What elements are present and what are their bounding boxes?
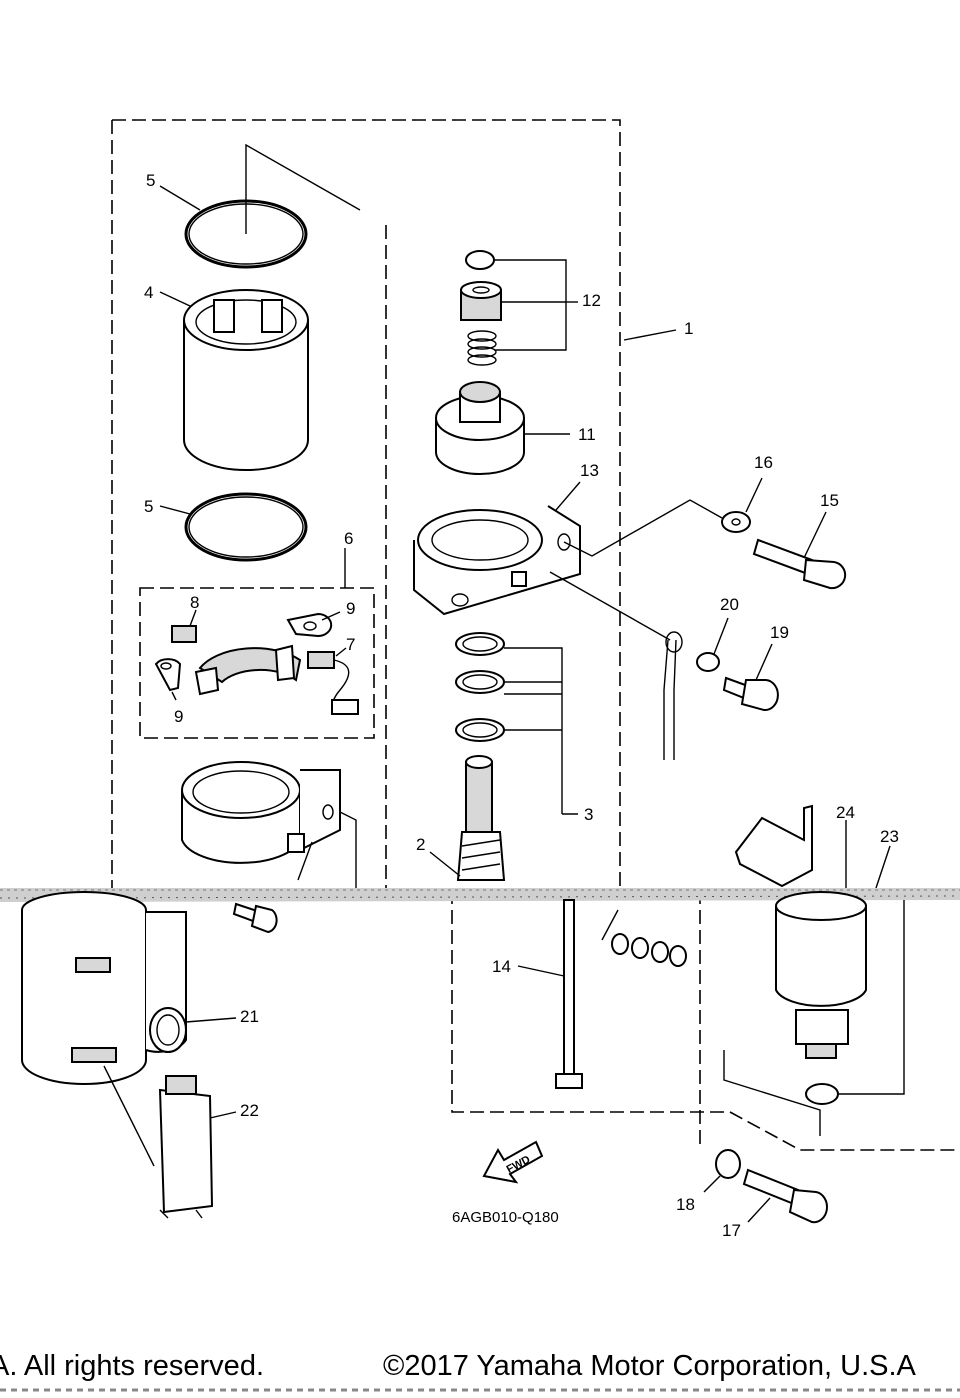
callout-16: 16 <box>754 453 773 472</box>
spring-9-left <box>154 658 182 692</box>
callout-2: 2 <box>416 835 425 854</box>
callout-3: 3 <box>584 805 593 824</box>
bolt-lower-left <box>232 902 278 934</box>
spring-9-right <box>286 612 333 638</box>
cover-22 <box>158 1075 214 1219</box>
callout-18: 18 <box>676 1195 695 1214</box>
callout-20: 20 <box>720 595 739 614</box>
lead-wire <box>663 639 677 760</box>
bracket-13 <box>413 505 581 616</box>
grommet-21 <box>149 1007 187 1053</box>
callout-8: 8 <box>190 593 199 612</box>
pinion-11 <box>435 381 525 475</box>
fwd-arrow: FWD <box>482 1140 544 1184</box>
nuts-washers <box>611 933 687 967</box>
washer-20 <box>696 652 720 672</box>
collar-12 <box>460 281 502 321</box>
callout-11: 11 <box>578 425 596 444</box>
shim-3-b <box>455 670 505 694</box>
callout-6: 6 <box>344 529 353 548</box>
brush-holder-frame-6 <box>139 587 375 739</box>
callout-24: 24 <box>836 803 855 822</box>
callout-9-right: 9 <box>346 599 355 618</box>
callout-23: 23 <box>880 827 899 846</box>
shim-3-c <box>455 718 505 742</box>
callout-9-left: 9 <box>174 707 183 726</box>
brush-8 <box>171 625 197 643</box>
callout-7: 7 <box>346 635 355 654</box>
callout-19: 19 <box>770 623 789 642</box>
bolt-19 <box>722 676 779 712</box>
callout-12: 12 <box>582 291 601 310</box>
spring-12 <box>467 330 497 366</box>
washer-16 <box>721 511 751 533</box>
solenoid-bracket-24 <box>734 804 813 888</box>
circlip-12 <box>465 250 495 270</box>
assembly-frame-1 <box>111 119 621 890</box>
callout-5-upper: 5 <box>146 171 155 190</box>
callout-1: 1 <box>684 319 693 338</box>
through-bolt-14 <box>555 899 583 1089</box>
callout-4: 4 <box>144 283 153 302</box>
callout-13: 13 <box>580 461 599 480</box>
callout-14: 14 <box>492 957 511 976</box>
yoke-4 <box>183 289 309 471</box>
footer-rights-text: A. All rights reserved. <box>0 1350 264 1382</box>
solenoid-23 <box>775 891 867 1059</box>
brush-7 <box>307 651 359 715</box>
washer-18 <box>715 1149 741 1179</box>
bolt-17 <box>742 1168 828 1224</box>
armature-2 <box>456 755 506 881</box>
footer-copyright-text: ©2017 Yamaha Motor Corporation, U.S.A <box>383 1350 916 1382</box>
bolt-15 <box>752 538 847 590</box>
diagram-code: 6AGB010-Q180 <box>452 1209 559 1226</box>
starter-cover-left <box>21 891 187 1085</box>
callout-15: 15 <box>820 491 839 510</box>
assembly-frame-lower <box>451 890 958 1151</box>
o-ring-small <box>805 1083 839 1105</box>
o-ring-5-lower <box>184 492 308 562</box>
callout-22: 22 <box>240 1101 259 1120</box>
callout-21: 21 <box>240 1007 259 1026</box>
shim-3-a <box>455 632 505 656</box>
callout-5-lower: 5 <box>144 497 153 516</box>
brush-holder-6 <box>194 644 302 696</box>
lower-housing <box>181 761 341 864</box>
callout-17: 17 <box>722 1221 741 1240</box>
